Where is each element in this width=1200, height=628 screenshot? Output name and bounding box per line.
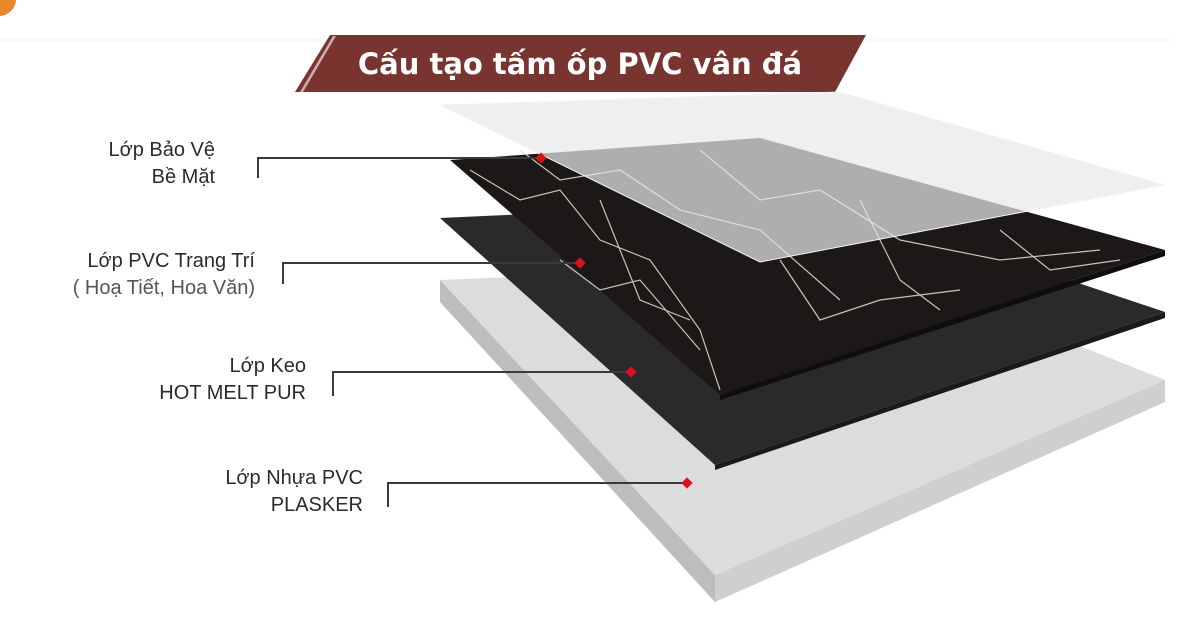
diagram-title: Cấu tạo tấm ốp PVC vân đá: [357, 46, 803, 81]
label-decor-layer: Lớp PVC Trang Trí ( Hoạ Tiết, Hoa Văn): [73, 248, 255, 302]
label-line: PLASKER: [270, 494, 363, 516]
leader-line-1: [257, 157, 541, 178]
label-protective-layer: Lớp Bảo Vệ Bề Mặt: [108, 137, 215, 191]
label-line: Lớp Bảo Vệ: [108, 139, 215, 161]
leader-line-4: [387, 482, 687, 507]
label-line: HOT MELT PUR: [159, 382, 306, 404]
protective-layer: [439, 91, 1166, 263]
label-subline: ( Hoạ Tiết, Hoa Văn): [72, 277, 255, 299]
label-line: Lớp Keo: [229, 355, 306, 377]
label-adhesive-layer: Lớp Keo HOT MELT PUR: [159, 353, 306, 407]
marker-dot-4: [681, 477, 693, 489]
marker-dot-3: [625, 366, 637, 378]
leader-line-2: [282, 262, 580, 284]
label-line: Bề Mặt: [151, 166, 215, 188]
label-line: Lớp Nhựa PVC: [225, 467, 363, 489]
leader-line-3: [332, 371, 631, 396]
marker-dot-1: [535, 152, 547, 164]
marker-dot-2: [574, 257, 586, 269]
label-line: Lớp PVC Trang Trí: [87, 250, 255, 272]
label-base-layer: Lớp Nhựa PVC PLASKER: [225, 465, 363, 519]
title-banner: [295, 35, 866, 92]
